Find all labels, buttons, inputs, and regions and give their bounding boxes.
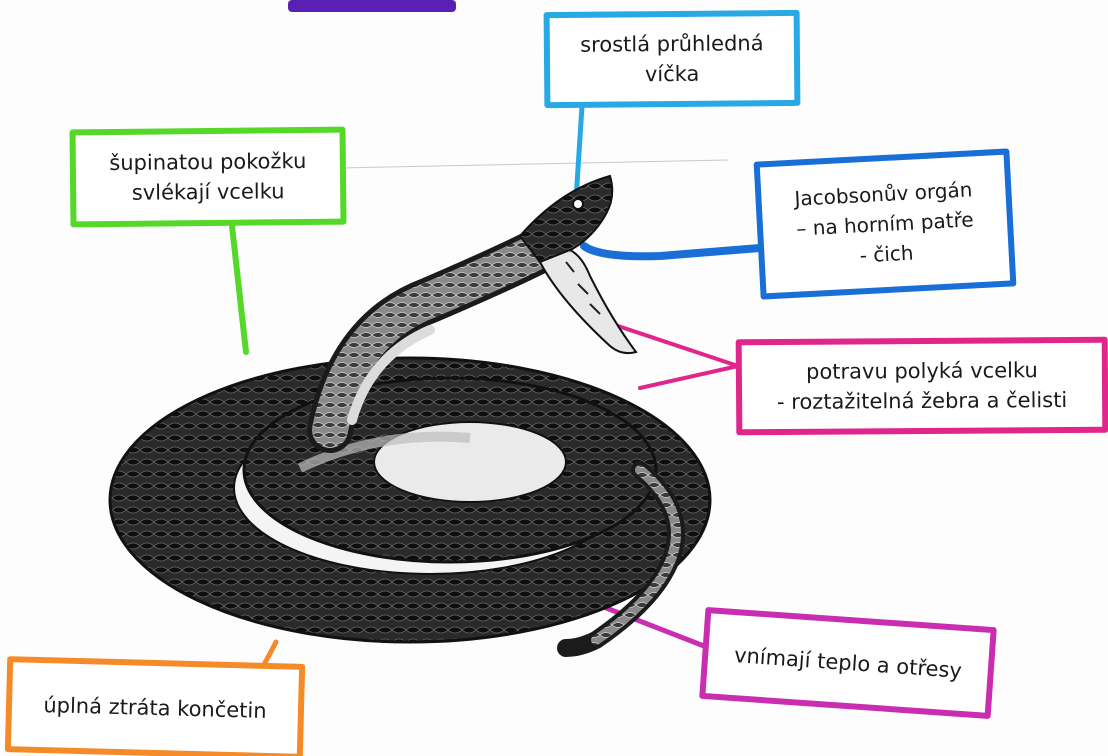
label-limbs: úplná ztráta končetin [5, 656, 305, 756]
connector-jacobson [584, 246, 760, 256]
label-limbs-text: úplná ztráta končetin [43, 690, 267, 726]
label-senses-text: vnímají teplo a otřesy [733, 640, 963, 686]
connector-eyelids [576, 106, 582, 200]
label-jacobson-organ: Jacobsonův orgán – na horním patře - čic… [754, 148, 1017, 299]
label-jacobson-text: Jacobsonův orgán – na horním patře - čic… [794, 174, 976, 273]
label-swallowing: potravu polyká vcelku - roztažitelná žeb… [736, 337, 1108, 436]
snake-eye [573, 199, 583, 209]
label-skin-text: šupinatou pokožku svlékají vcelku [109, 146, 307, 208]
label-skin: šupinatou pokožku svlékají vcelku [69, 127, 346, 228]
snake-body [110, 176, 710, 648]
connector-swallow-2 [640, 366, 738, 388]
pencil-line [340, 160, 728, 168]
label-eyelids: srostlá průhledná víčka [544, 10, 801, 108]
label-swallowing-text: potravu polyká vcelku - roztažitelná žeb… [777, 355, 1068, 417]
connector-skin [232, 226, 246, 352]
purple-marker-stroke [288, 0, 456, 12]
label-eyelids-text: srostlá průhledná víčka [580, 28, 764, 90]
